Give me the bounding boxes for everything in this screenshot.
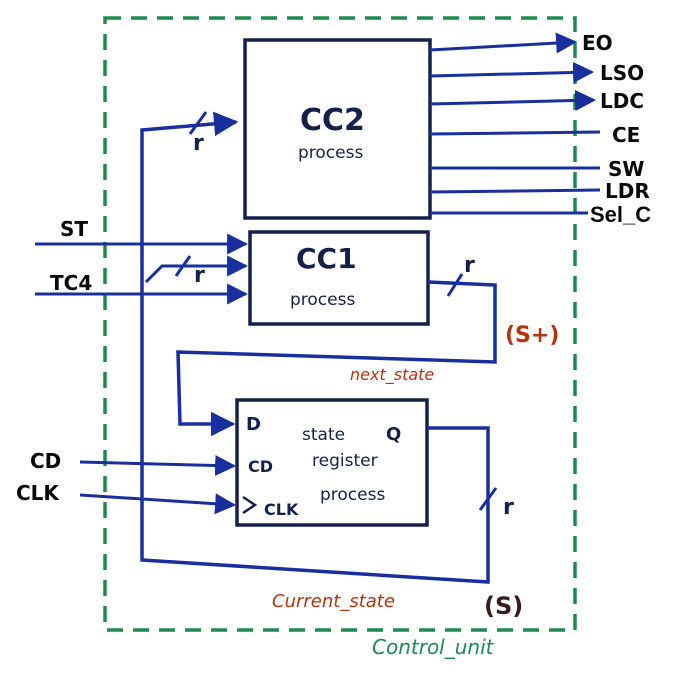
output-wires — [429, 32, 601, 215]
cc1-subtitle: process — [290, 290, 355, 310]
eo-wire — [429, 32, 578, 54]
bus-width-slashes — [174, 111, 498, 511]
current-state-bus — [140, 111, 490, 584]
current-state-label: Current_state — [272, 591, 395, 612]
clock-triangle-icon — [242, 495, 258, 515]
pin-cd: CD — [248, 457, 273, 476]
input-label-st: ST — [60, 217, 88, 241]
output-label-lso: LSO — [600, 61, 644, 85]
state-register-block — [235, 398, 429, 527]
cc1-title: CC1 — [296, 242, 357, 275]
pin-clk: CLK — [264, 500, 299, 519]
state-register-line1: state — [302, 425, 345, 445]
s-plus-label: (S+) — [505, 323, 559, 348]
current-state-branch-to-cc1 — [144, 255, 249, 284]
clk-wire — [79, 493, 237, 515]
ldc-wire — [429, 89, 597, 111]
control-unit-label: Control_unit — [372, 635, 495, 659]
cc2-block — [243, 38, 432, 220]
state-register-line2: register — [312, 451, 378, 471]
cd-wire — [79, 455, 237, 477]
next-state-label: next_state — [350, 365, 434, 385]
lso-wire — [429, 61, 595, 83]
s-label: (S) — [484, 592, 523, 620]
output-label-eo: EO — [582, 31, 613, 55]
input-label-clk: CLK — [16, 481, 60, 505]
bus-width-label-current: r — [503, 495, 514, 520]
bus-width-label-cc2: r — [193, 131, 204, 156]
state-register-line3: process — [320, 485, 385, 505]
cc2-subtitle: process — [298, 143, 363, 163]
input-label-tc4: TC4 — [50, 271, 92, 295]
bus-width-label-next: r — [464, 253, 475, 278]
bus-width-label-cc1: r — [194, 263, 205, 288]
output-label-sw: SW — [608, 157, 644, 181]
pin-q: Q — [386, 424, 401, 445]
ce-wire — [429, 130, 601, 136]
output-label-ldc: LDC — [600, 89, 644, 113]
output-label-sel-c: Sel_C — [590, 202, 651, 227]
control-unit-container — [103, 16, 577, 632]
cc2-title: CC2 — [300, 103, 365, 138]
cc1-block — [248, 230, 430, 326]
input-label-cd: CD — [30, 449, 61, 473]
pin-d: D — [246, 414, 261, 435]
next-state-bus — [176, 280, 497, 437]
ldr-wire — [429, 188, 601, 194]
output-label-ce: CE — [612, 123, 640, 147]
output-label-ldr: LDR — [605, 179, 650, 203]
